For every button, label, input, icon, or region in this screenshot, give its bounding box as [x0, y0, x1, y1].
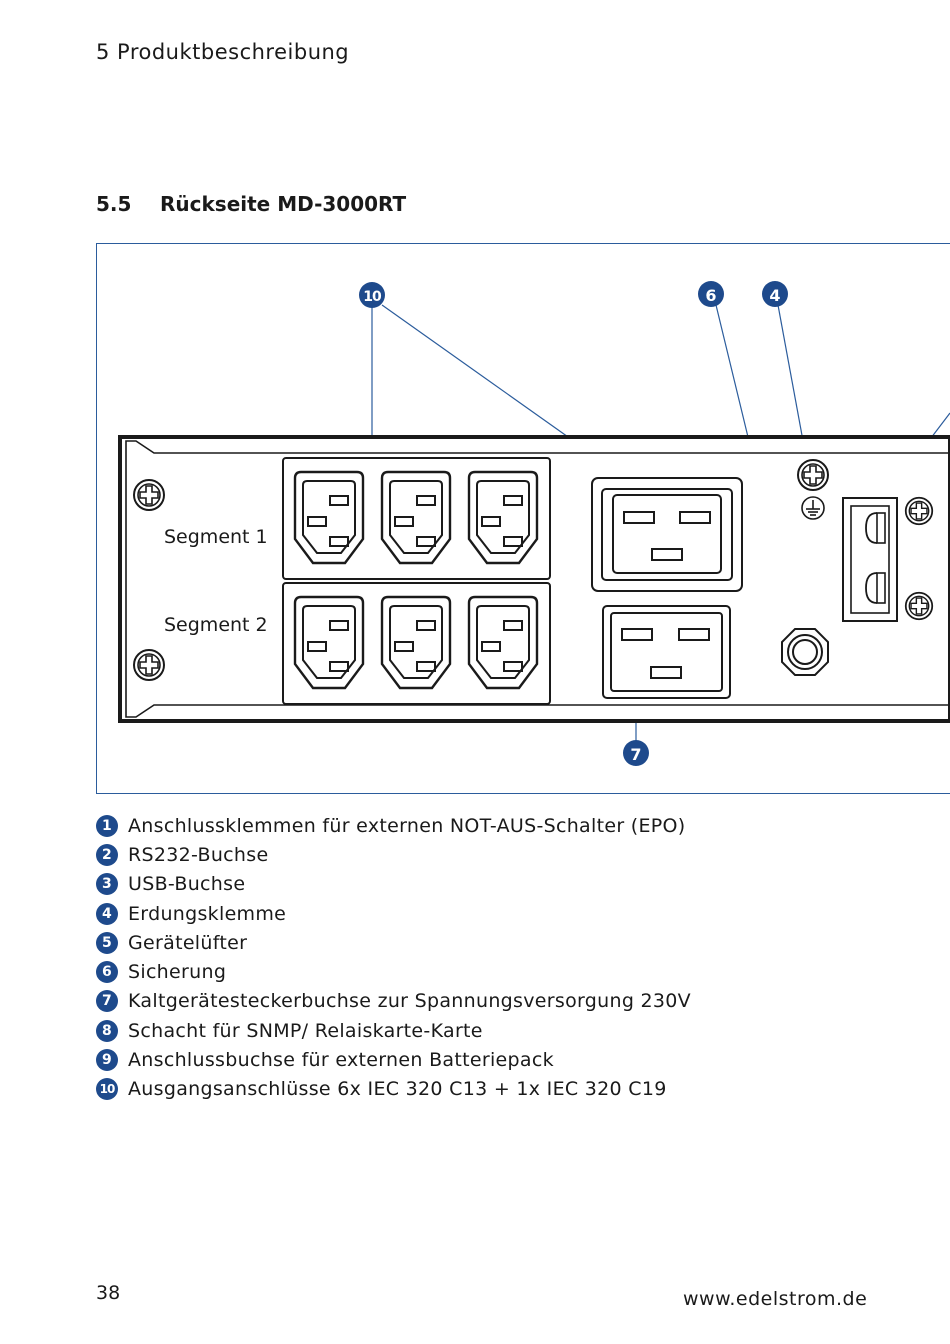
rear-panel-diagram: Segment 1 Segment 2	[118, 281, 950, 766]
segment-2-label: Segment 2	[164, 614, 268, 636]
legend-item: 8 Schacht für SNMP/ Relaiskarte-Karte	[96, 1016, 691, 1045]
legend-text: Kaltgerätesteckerbuchse zur Spannungsver…	[128, 990, 691, 1013]
legend-text: Sicherung	[128, 961, 227, 984]
legend-number-badge: 9	[96, 1049, 118, 1072]
legend-text: Anschlussklemmen für externen NOT-AUS-Sc…	[128, 814, 686, 837]
legend-item: 4 Erdungsklemme	[96, 899, 691, 928]
legend-number-badge: 5	[96, 931, 118, 954]
legend-item: 5 Gerätelüfter	[96, 928, 691, 957]
callout-7-label: 7	[630, 745, 641, 764]
section-number: 5.5	[96, 192, 132, 216]
section-heading: 5.5 Rückseite MD-3000RT	[96, 192, 406, 216]
legend-text: Anschlussbuchse für externen Batteriepac…	[128, 1049, 554, 1072]
legend-text: Erdungsklemme	[128, 902, 287, 925]
fuse-holder-icon	[781, 628, 829, 676]
callout-6-label: 6	[705, 286, 716, 305]
legend-number-badge: 6	[96, 961, 118, 984]
legend-item: 3 USB-Buchse	[96, 870, 691, 899]
callout-6: 6	[698, 281, 724, 307]
legend-number-badge: 1	[96, 814, 118, 837]
ground-terminal-icon	[797, 459, 829, 520]
screw-icon	[904, 496, 934, 526]
section-title: Rückseite MD-3000RT	[160, 192, 407, 216]
legend-number-badge: 2	[96, 843, 118, 866]
callout-4: 4	[762, 281, 788, 307]
legend-text: Gerätelüfter	[128, 931, 248, 954]
legend-item: 6 Sicherung	[96, 957, 691, 986]
legend-number-badge: 7	[96, 990, 118, 1013]
legend-number-badge: 10	[96, 1078, 118, 1101]
legend-item: 2 RS232-Buchse	[96, 840, 691, 869]
legend-item: 7 Kaltgerätesteckerbuchse zur Spannungsve…	[96, 987, 691, 1016]
footer-url: www.edelstrom.de	[683, 1288, 868, 1310]
callout-7: 7	[623, 740, 649, 766]
legend-item: 1 Anschlussklemmen für externen NOT-AUS-S…	[96, 811, 691, 840]
c13-bank-segment-1	[282, 457, 551, 580]
segment-1-label: Segment 1	[164, 526, 268, 548]
c13-bank-segment-2	[282, 582, 551, 705]
chapter-header: 5 Produktbeschreibung	[96, 40, 350, 64]
legend-number-badge: 8	[96, 1019, 118, 1042]
screw-icon	[904, 591, 934, 621]
c19-output-socket-icon	[591, 477, 743, 592]
legend-item: 10 Ausgangsanschlüsse 6x IEC 320 C13 + 1x…	[96, 1075, 691, 1104]
callout-10: 10	[359, 282, 385, 308]
legend-number-badge: 4	[96, 902, 118, 925]
legend-item: 9 Anschlussbuchse für externen Batteriepa…	[96, 1045, 691, 1074]
legend-text: USB-Buchse	[128, 873, 246, 896]
legend-text: Ausgangsanschlüsse 6x IEC 320 C13 + 1x I…	[128, 1078, 667, 1101]
callout-4-label: 4	[769, 286, 780, 305]
epo-terminal-icon	[842, 497, 898, 622]
legend-text: Schacht für SNMP/ Relaiskarte-Karte	[128, 1019, 483, 1042]
chassis-screw-icon	[133, 649, 165, 681]
legend-text: RS232-Buchse	[128, 843, 269, 866]
figure-frame	[96, 243, 950, 794]
page-number: 38	[96, 1282, 121, 1304]
chassis-screw-icon	[133, 479, 165, 511]
c20-power-input-icon	[602, 605, 731, 699]
legend-list: 1 Anschlussklemmen für externen NOT-AUS-S…	[96, 811, 691, 1104]
legend-number-badge: 3	[96, 873, 118, 896]
callout-10-label: 10	[363, 289, 382, 305]
